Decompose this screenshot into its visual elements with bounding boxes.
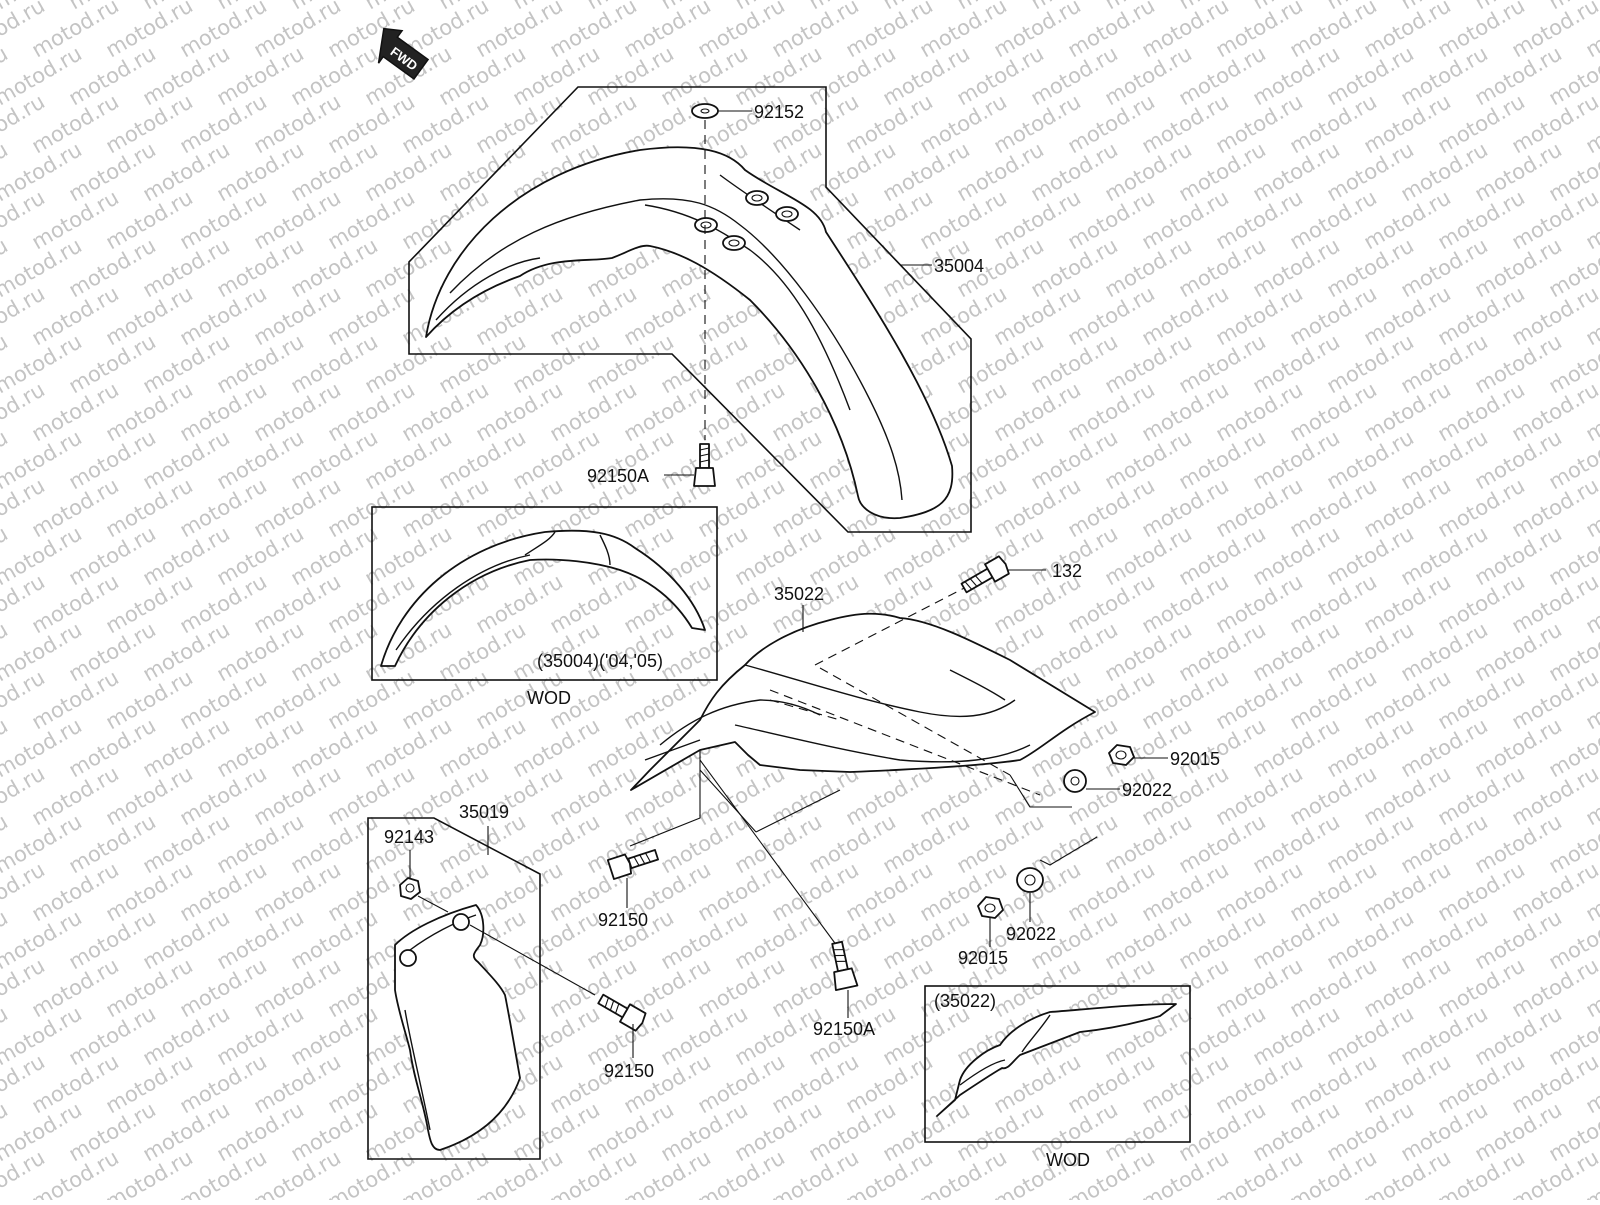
part-label-92015-bottom: 92015 (958, 948, 1008, 968)
part-label-92015-right: 92015 (1170, 749, 1220, 769)
part-label-92022-bottom: 92022 (1006, 924, 1056, 944)
nut-92015-bottom (978, 897, 1003, 918)
part-label-35019: 35019 (459, 802, 509, 822)
washer-92022-bottom (1017, 868, 1043, 892)
part-label-35022: 35022 (774, 584, 824, 604)
part-label-92022-right: 92022 (1122, 780, 1172, 800)
front-variant-label: WOD (527, 688, 571, 708)
part-label-35004: 35004 (934, 256, 984, 276)
part-label-92143: 92143 (384, 827, 434, 847)
rear-variant-caption: (35022) (934, 991, 996, 1011)
part-label-92150A-top: 92150A (587, 466, 649, 486)
nut-92015-right (1109, 745, 1134, 765)
part-label-92150-bottom: 92150 (604, 1061, 654, 1081)
rear-variant-label: WOD (1046, 1150, 1090, 1170)
part-label-92150-middle: 92150 (598, 910, 648, 930)
part-label-92150A-bottom: 92150A (813, 1019, 875, 1039)
front-variant-caption: (35004)('04,'05) (537, 651, 663, 671)
washer-92022-right (1064, 770, 1086, 792)
washer-92152 (692, 104, 718, 118)
part-label-132: 132 (1052, 561, 1082, 581)
part-label-92152: 92152 (754, 102, 804, 122)
